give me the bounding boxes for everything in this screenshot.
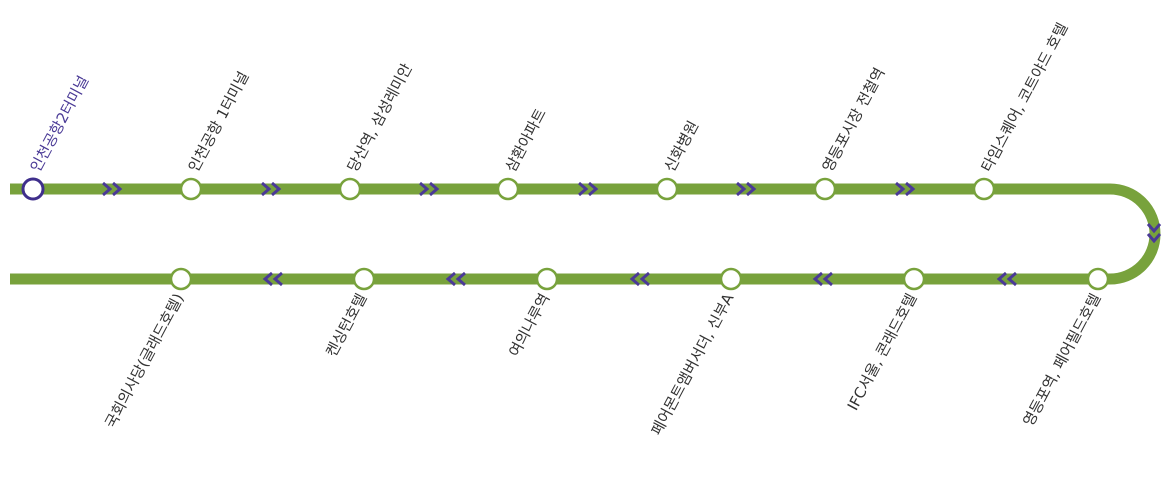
stop-label: 국회의사당(글래드호텔) xyxy=(101,290,187,431)
direction-arrow-icon xyxy=(812,271,833,287)
stop-label: 당산역, 삼성레미안 xyxy=(344,60,416,175)
direction-arrows xyxy=(102,181,1162,287)
stop-marker[interactable] xyxy=(902,267,926,291)
stop-label: 인천공항 1터미널 xyxy=(185,68,253,174)
stop-label: 신화병원 xyxy=(661,118,703,175)
direction-arrow-icon xyxy=(996,271,1017,287)
direction-arrow-icon xyxy=(262,271,283,287)
stop-marker[interactable] xyxy=(1086,267,1110,291)
stop-marker[interactable] xyxy=(338,177,362,201)
stop-marker[interactable] xyxy=(535,267,559,291)
direction-arrow-icon xyxy=(578,181,599,197)
stop-marker[interactable] xyxy=(169,267,193,291)
stop-label: 켄싱턴호텔 xyxy=(322,290,370,359)
direction-arrow-icon xyxy=(261,181,282,197)
stop-marker[interactable] xyxy=(655,177,679,201)
stop-marker[interactable] xyxy=(813,177,837,201)
stop-marker[interactable] xyxy=(496,177,520,201)
stop-label: 영등포역, 페어필드호텔 xyxy=(1019,290,1104,429)
stop-marker[interactable] xyxy=(972,177,996,201)
direction-arrow-icon xyxy=(895,181,916,197)
stop-label: IFC서울, 콘래드호텔 xyxy=(844,290,921,413)
stop-label: 타임스퀘어, 코트야드 호텔 xyxy=(978,20,1072,175)
current-stop-marker[interactable] xyxy=(21,177,45,201)
direction-arrow-icon xyxy=(102,181,123,197)
stop-label: 여의나루역 xyxy=(505,290,553,359)
route-line xyxy=(10,183,1161,285)
direction-arrow-icon xyxy=(1146,223,1162,244)
direction-arrow-icon xyxy=(629,271,650,287)
route-stops xyxy=(21,177,1110,291)
stop-labels: 인천공항2터미널 인천공항 1터미널 당산역, 삼성레미안 삼환아파트 신화병원 영등포시… xyxy=(27,20,1105,438)
stop-label: 페어몬트앰버서더, 신부A xyxy=(648,290,738,438)
direction-arrow-icon xyxy=(419,181,440,197)
stop-marker[interactable] xyxy=(352,267,376,291)
direction-arrow-icon xyxy=(445,271,466,287)
stop-label: 인천공항2터미널 xyxy=(27,73,93,175)
stop-label: 영등포시장 전철역 xyxy=(819,65,889,175)
stop-label: 삼환아파트 xyxy=(502,105,550,175)
stop-marker[interactable] xyxy=(179,177,203,201)
stop-marker[interactable] xyxy=(719,267,743,291)
direction-arrow-icon xyxy=(736,181,757,197)
